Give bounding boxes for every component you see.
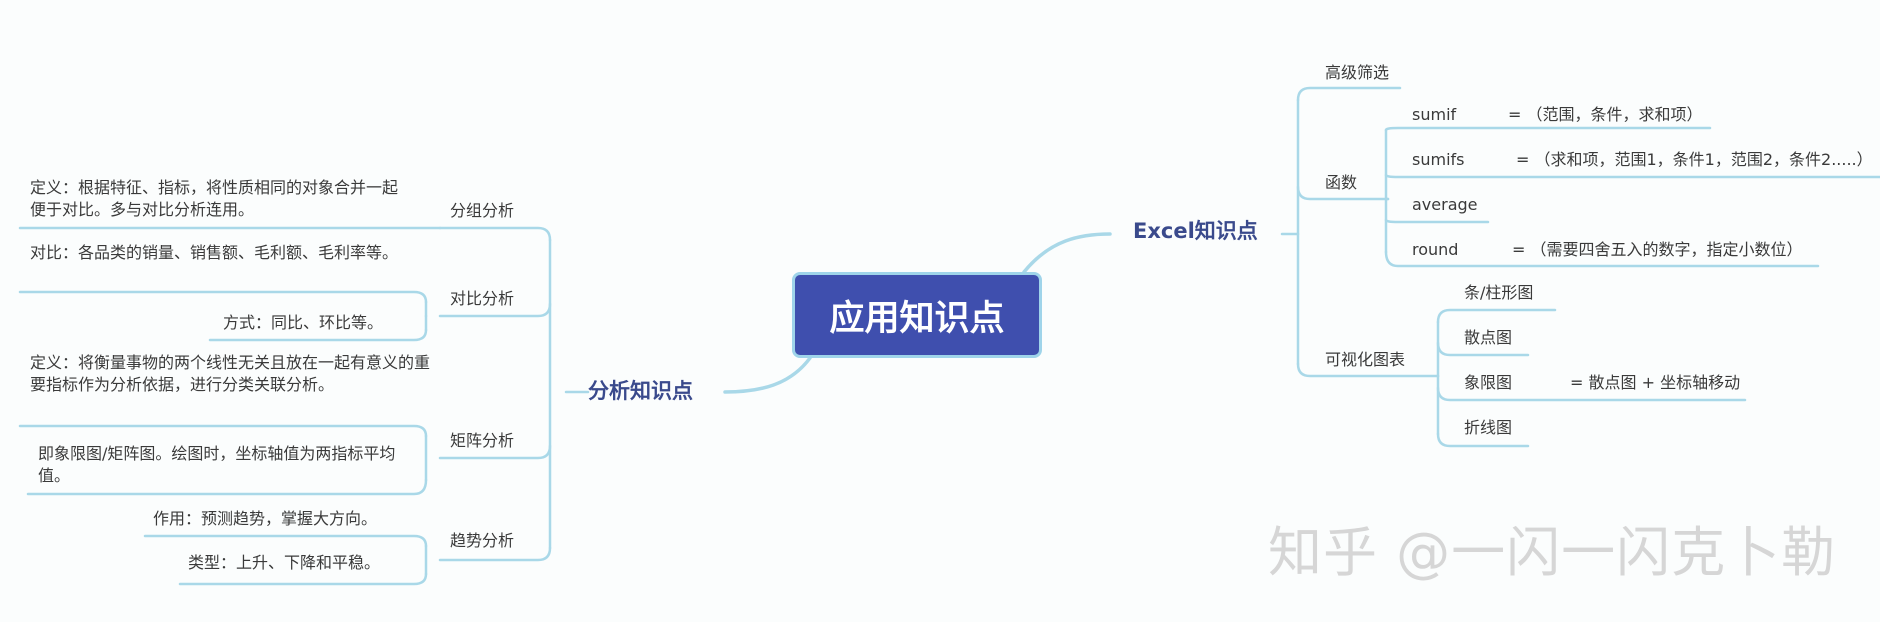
grouping-node[interactable]: 分组分析 [450, 201, 515, 220]
func-round-desc: = （需要四舍五入的数字，指定小数位） [1512, 240, 1803, 259]
trend-types: 类型：上升、下降和平稳。 [188, 553, 381, 572]
charts-node[interactable]: 可视化图表 [1325, 350, 1406, 369]
comparison-node[interactable]: 对比分析 [450, 289, 515, 308]
analysis-branch[interactable]: 分析知识点 [588, 379, 693, 403]
func-sumifs[interactable]: sumifs [1412, 150, 1465, 169]
comparison-content: 对比：各品类的销量、销售额、毛利额、毛利率等。 [30, 243, 399, 262]
root-node[interactable]: 应用知识点 [792, 272, 1042, 358]
chart-scatter[interactable]: 散点图 [1464, 328, 1513, 347]
matrix-node[interactable]: 矩阵分析 [450, 431, 515, 450]
chart-quadrant-note: = 散点图 + 坐标轴移动 [1570, 373, 1741, 392]
grouping-def: 定义：根据特征、指标，将性质相同的对象合并一起便于对比。多与对比分析连用。 [30, 178, 399, 219]
functions-node[interactable]: 函数 [1325, 173, 1358, 192]
watermark: 知乎 @一闪一闪克卜勒 [1268, 521, 1837, 584]
chart-line[interactable]: 折线图 [1464, 418, 1513, 437]
trend-purpose: 作用：预测趋势，掌握大方向。 [153, 509, 378, 528]
advanced-filter-node[interactable]: 高级筛选 [1325, 63, 1390, 82]
func-round[interactable]: round [1412, 240, 1459, 259]
func-sumif-desc: = （范围，条件，求和项） [1508, 105, 1703, 124]
func-average[interactable]: average [1412, 195, 1478, 214]
matrix-note: 即象限图/矩阵图。绘图时，坐标轴值为两指标平均值。 [38, 444, 396, 485]
matrix-def: 定义：将衡量事物的两个线性无关且放在一起有意义的重要指标作为分析依据，进行分类关… [30, 353, 431, 394]
func-sumifs-desc: = （求和项，范围1，条件1，范围2，条件2.....） [1516, 150, 1873, 169]
func-sumif[interactable]: sumif [1412, 105, 1457, 124]
chart-bar[interactable]: 条/柱形图 [1464, 283, 1534, 302]
chart-quadrant[interactable]: 象限图 [1464, 373, 1513, 392]
excel-branch[interactable]: Excel知识点 [1133, 219, 1258, 243]
trend-node[interactable]: 趋势分析 [450, 531, 515, 550]
comparison-method: 方式：同比、环比等。 [223, 313, 384, 332]
